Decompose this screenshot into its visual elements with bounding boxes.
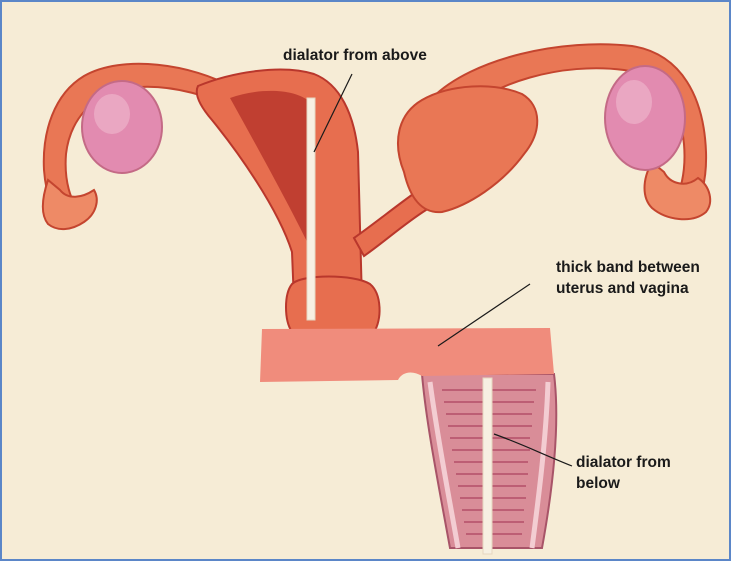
dialator-above <box>307 98 315 320</box>
right-uterine-horn <box>398 86 537 212</box>
label-dialator-below: dialator from below <box>576 452 671 494</box>
label-thick-band-line1: thick band between <box>556 257 700 278</box>
cervix <box>286 277 380 333</box>
label-dialator-below-line1: dialator from <box>576 452 671 473</box>
label-thick-band-line2: uterus and vagina <box>556 278 700 299</box>
connecting-tube <box>354 192 426 256</box>
dialator-below <box>483 378 492 554</box>
label-dialator-above: dialator from above <box>283 45 427 66</box>
label-thick-band: thick band between uterus and vagina <box>556 257 700 299</box>
thick-band <box>260 328 554 382</box>
left-fimbriae <box>43 180 97 229</box>
label-dialator-below-line2: below <box>576 473 671 494</box>
